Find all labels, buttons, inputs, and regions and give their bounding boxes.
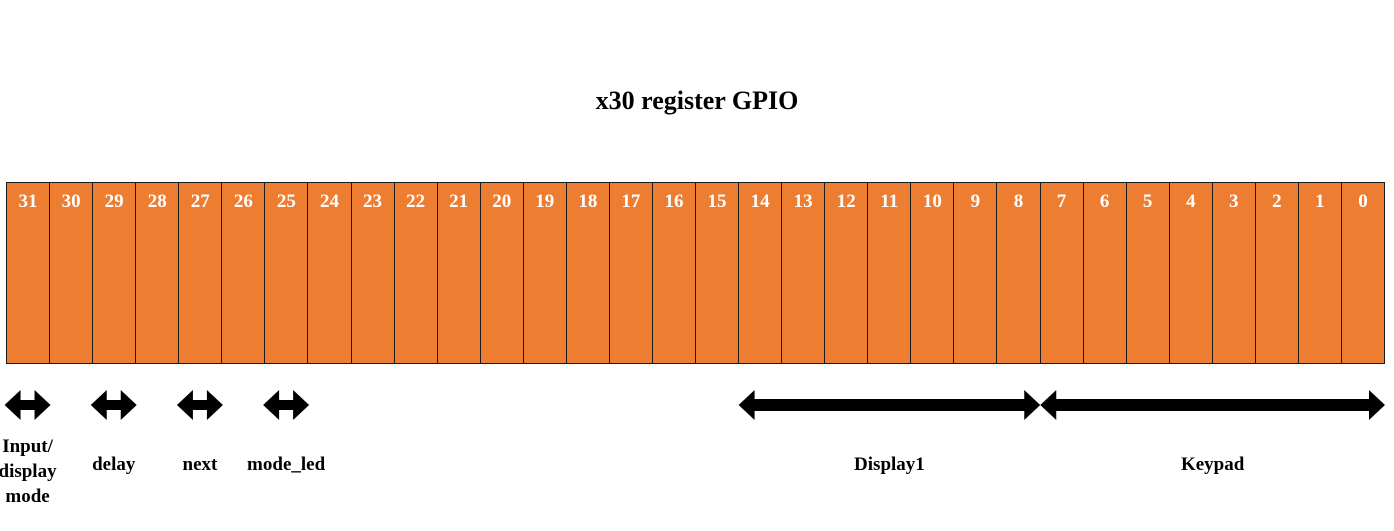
bit-number: 9 [970, 191, 981, 212]
bit-cell-6: 6 [1083, 183, 1127, 363]
field-label: delay [92, 454, 136, 475]
bit-number: 27 [190, 191, 210, 212]
bit-cell-26: 26 [222, 183, 266, 363]
bit-cell-25: 25 [265, 183, 309, 363]
bit-cell-4: 4 [1169, 183, 1213, 363]
bit-cell-17: 17 [609, 183, 653, 363]
field-label: Display1 [854, 454, 925, 475]
diagram-title: x30 register GPIO [595, 86, 799, 115]
bit-cell-24: 24 [308, 183, 352, 363]
bit-number: 10 [922, 191, 942, 212]
bit-number: 13 [793, 191, 813, 212]
bit-cell-7: 7 [1040, 183, 1084, 363]
bit-cell-0: 0 [1341, 183, 1385, 363]
bit-cell-30: 30 [50, 183, 94, 363]
bit-number: 16 [664, 191, 684, 212]
bit-cell-1: 1 [1298, 183, 1342, 363]
bit-cell-16: 16 [652, 183, 696, 363]
field-arrow-5 [1040, 390, 1385, 420]
field-arrow-3 [263, 390, 310, 420]
bit-number: 3 [1229, 191, 1239, 212]
field-label: mode_led [247, 454, 326, 475]
bit-number: 17 [621, 191, 641, 212]
bit-number: 1 [1315, 191, 1325, 212]
bit-cell-22: 22 [394, 183, 438, 363]
bit-cell-28: 28 [136, 183, 180, 363]
bit-cell-23: 23 [351, 183, 395, 363]
bit-number: 19 [535, 191, 555, 212]
bit-number: 18 [578, 191, 598, 212]
bit-number: 2 [1272, 191, 1282, 212]
bit-cell-15: 15 [696, 183, 740, 363]
bit-number: 22 [406, 191, 426, 212]
bit-number: 31 [18, 191, 38, 212]
bit-number: 30 [61, 191, 81, 212]
field-arrow-1 [90, 390, 137, 420]
bit-cell-9: 9 [954, 183, 998, 363]
bit-number: 12 [836, 191, 856, 212]
field-label: next [182, 454, 218, 475]
field-arrows [4, 390, 1385, 420]
bit-number: 28 [147, 191, 167, 212]
bit-number: 25 [276, 191, 296, 212]
bit-number: 23 [363, 191, 383, 212]
field-arrow-0 [4, 390, 51, 420]
bit-cell-18: 18 [566, 183, 610, 363]
bit-number: 20 [492, 191, 512, 212]
bit-cell-12: 12 [825, 183, 869, 363]
bit-number: 0 [1358, 191, 1368, 212]
bit-cell-21: 21 [437, 183, 481, 363]
bit-cell-20: 20 [480, 183, 524, 363]
field-arrow-2 [176, 390, 223, 420]
bit-number: 21 [449, 191, 469, 212]
bit-cell-19: 19 [523, 183, 567, 363]
bit-number: 7 [1056, 191, 1067, 212]
bit-cell-3: 3 [1212, 183, 1256, 363]
bit-number: 6 [1099, 191, 1110, 212]
bit-cell-5: 5 [1126, 183, 1170, 363]
field-label: Keypad [1180, 454, 1245, 475]
bit-number: 26 [233, 191, 253, 212]
bit-cell-13: 13 [782, 183, 826, 363]
bit-number: 4 [1185, 191, 1196, 212]
bit-number: 8 [1013, 191, 1024, 212]
bit-cell-29: 29 [93, 183, 137, 363]
bit-cell-11: 11 [868, 183, 912, 363]
bit-cell-8: 8 [997, 183, 1041, 363]
bit-number: 11 [880, 191, 899, 212]
bit-cell-31: 31 [7, 183, 51, 363]
bit-number: 24 [319, 191, 339, 212]
bit-number: 29 [104, 191, 124, 212]
bit-cell-10: 10 [911, 183, 955, 363]
field-label: Input/ display mode [0, 436, 57, 507]
bit-number: 15 [707, 191, 727, 212]
bit-number: 14 [750, 191, 770, 212]
bit-number: 5 [1142, 191, 1153, 212]
field-arrow-4 [738, 390, 1041, 420]
bit-cell-27: 27 [179, 183, 223, 363]
bit-cell-2: 2 [1255, 183, 1299, 363]
bit-cell-14: 14 [739, 183, 783, 363]
